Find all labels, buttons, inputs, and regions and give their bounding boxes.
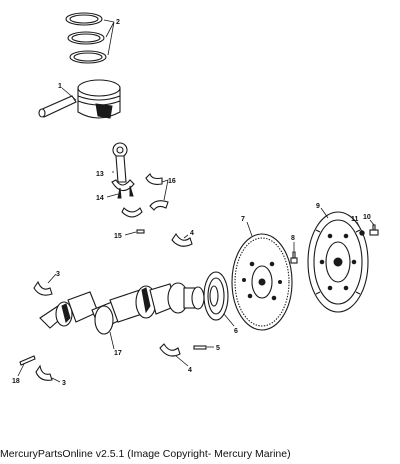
callout-3-upper: 3 (56, 271, 60, 278)
rod-bearing[interactable] (145, 172, 169, 211)
small-pin[interactable] (19, 355, 36, 366)
piston-rings[interactable] (65, 12, 107, 64)
rear-main-seal[interactable] (203, 271, 229, 321)
crankshaft[interactable] (39, 282, 205, 335)
callout-13: 13 (96, 171, 104, 178)
callout-4-lower: 4 (188, 367, 192, 374)
image-caption: MercuryPartsOnline v2.5.1 (Image Copyrig… (0, 448, 291, 460)
callout-17: 17 (114, 350, 122, 357)
callout-11: 11 (351, 216, 359, 223)
drive-plate-bolt[interactable] (369, 224, 379, 236)
dowel-pin[interactable] (136, 229, 145, 234)
drive-plate[interactable] (307, 211, 369, 313)
connecting-rod[interactable] (111, 142, 135, 199)
flywheel-bolt[interactable] (290, 251, 298, 264)
callout-5: 5 (216, 345, 220, 352)
rod-cap[interactable] (121, 207, 143, 218)
callout-9: 9 (316, 203, 320, 210)
main-bearing-left[interactable] (33, 280, 53, 296)
callout-10: 10 (363, 214, 371, 221)
flywheel[interactable] (231, 233, 293, 331)
callout-4-upper: 4 (190, 230, 194, 237)
main-bearing-upper[interactable] (171, 232, 193, 247)
callout-2: 2 (116, 19, 120, 26)
bearing-pin[interactable] (193, 345, 207, 350)
main-bearing-rear[interactable] (35, 364, 53, 381)
piston[interactable] (38, 79, 121, 119)
callout-14: 14 (96, 195, 104, 202)
callout-18: 18 (12, 378, 20, 385)
main-bearing-lower[interactable] (159, 343, 181, 357)
callout-3-lower: 3 (62, 380, 66, 387)
callout-15: 15 (114, 233, 122, 240)
callout-7: 7 (241, 216, 245, 223)
callout-16: 16 (168, 178, 176, 185)
callout-6: 6 (234, 328, 238, 335)
washer[interactable] (359, 230, 365, 236)
callout-8: 8 (291, 235, 295, 242)
callout-1: 1 (58, 83, 62, 90)
